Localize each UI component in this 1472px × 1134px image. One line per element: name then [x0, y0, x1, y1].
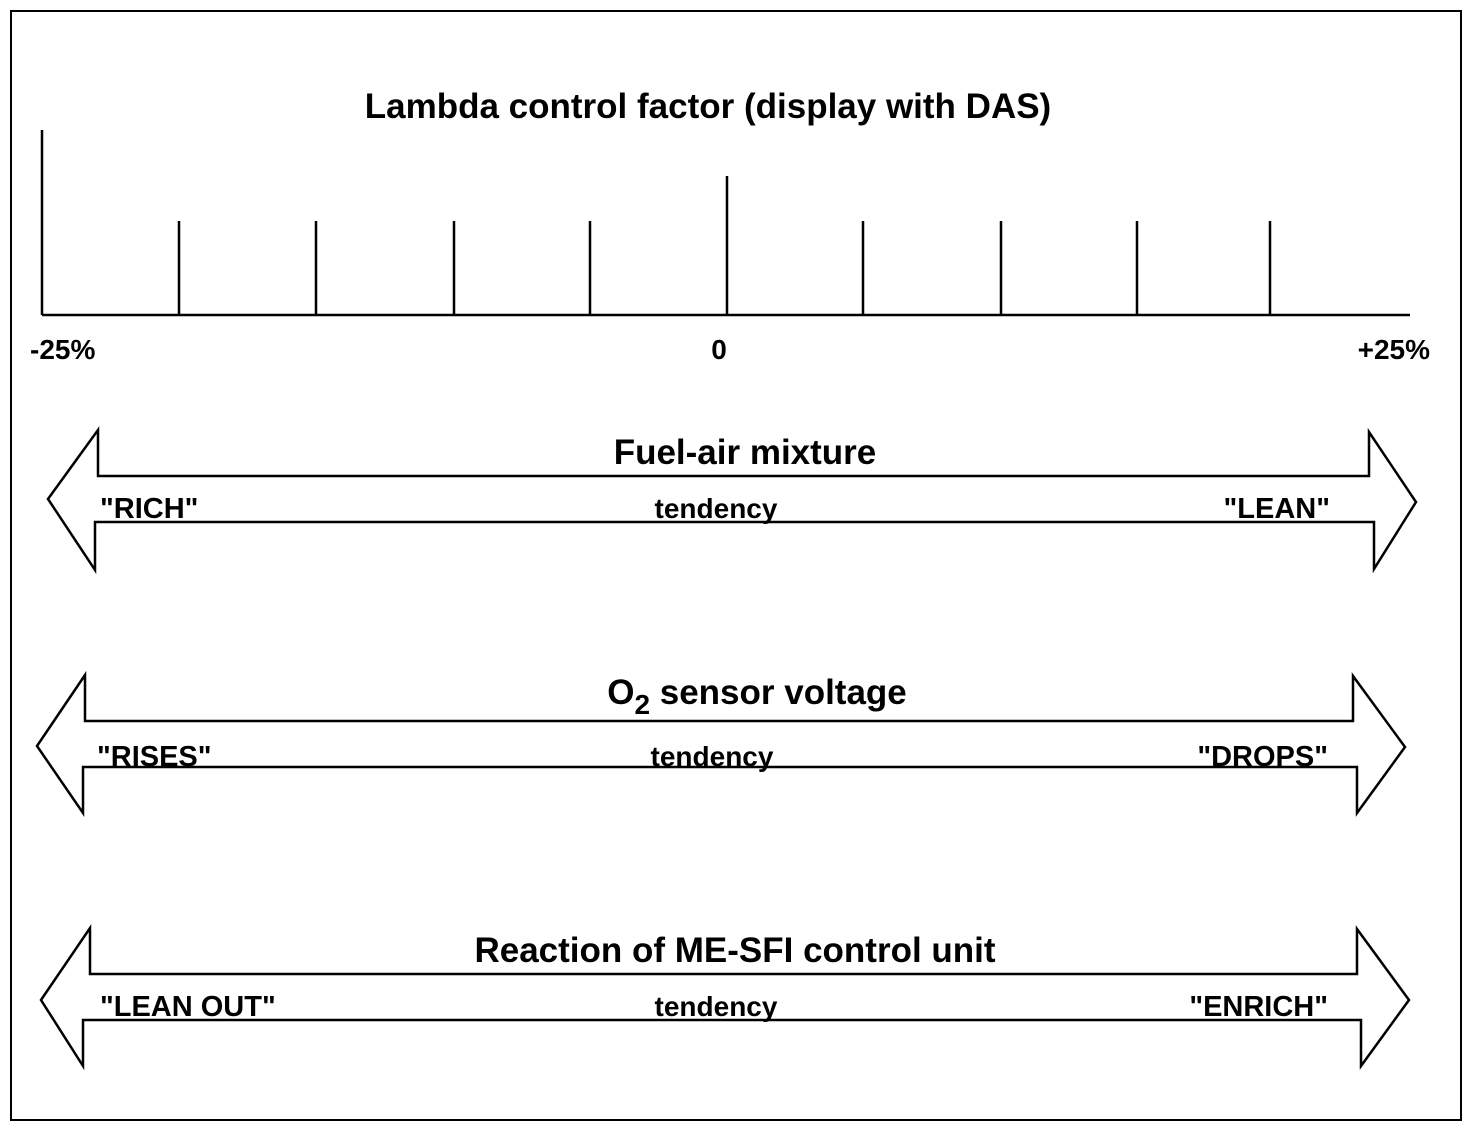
- arrow-left-label: "RISES": [97, 741, 212, 773]
- scale-zero-label: 0: [711, 334, 727, 365]
- arrow-middle-label: tendency: [655, 991, 778, 1022]
- fuel-air-mixture-arrow: Fuel-air mixture "RICH" tendency "LEAN": [46, 426, 1418, 575]
- arrow-right-label: "LEAN": [1224, 493, 1330, 525]
- arrow-right-label: "DROPS": [1197, 741, 1328, 773]
- arrow-title: Fuel-air mixture: [614, 433, 877, 472]
- scale-max-label: +25%: [1358, 334, 1430, 365]
- arrow-left-label: "RICH": [100, 493, 198, 525]
- arrow-title: O2 sensor voltage: [607, 673, 907, 720]
- scale-min-label: -25%: [30, 334, 95, 365]
- arrow-title: Reaction of ME-SFI control unit: [474, 931, 995, 970]
- double-arrow-shape: [35, 670, 1407, 818]
- diagram-frame: [10, 10, 1462, 1121]
- scale-title: Lambda control factor (display with DAS): [365, 87, 1051, 126]
- o2-sensor-voltage-arrow: O2 sensor voltage "RISES" tendency "DROP…: [35, 670, 1407, 818]
- lambda-scale: Lambda control factor (display with DAS)…: [30, 87, 1430, 365]
- control-unit-reaction-arrow: Reaction of ME-SFI control unit "LEAN OU…: [39, 923, 1411, 1071]
- arrow-left-label: "LEAN OUT": [100, 991, 276, 1023]
- double-arrow-shape: [46, 426, 1418, 575]
- arrow-middle-label: tendency: [655, 493, 778, 524]
- arrow-middle-label: tendency: [651, 741, 774, 772]
- arrow-right-label: "ENRICH": [1189, 991, 1328, 1023]
- double-arrow-shape: [39, 923, 1411, 1071]
